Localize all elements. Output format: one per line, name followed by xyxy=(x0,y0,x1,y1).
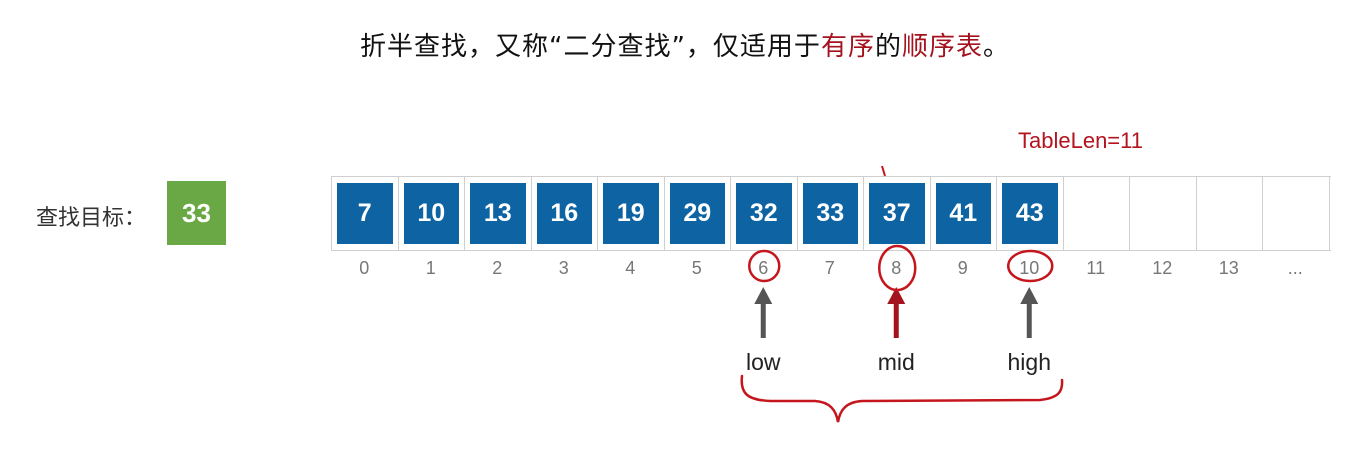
array-cell-value: 13 xyxy=(470,183,526,244)
mid-arrow-head xyxy=(887,287,906,304)
search-target-label: 查找目标： xyxy=(36,206,147,231)
array-cell-14 xyxy=(1263,177,1330,250)
array-cell-value: 10 xyxy=(403,183,459,244)
array-cell-value: 16 xyxy=(536,183,592,244)
array-cell-4: 19 xyxy=(598,177,665,250)
mid-pointer-label: mid xyxy=(877,349,915,375)
array-index-3: 3 xyxy=(558,258,569,278)
array-cell-value: 29 xyxy=(669,183,725,244)
array-index-9: 9 xyxy=(957,258,968,278)
array-cell-8: 37 xyxy=(864,177,931,250)
array-cell-2: 13 xyxy=(465,177,532,250)
array-index-0: 0 xyxy=(359,258,370,278)
high-arrow-head xyxy=(1020,287,1039,304)
array-index-5: 5 xyxy=(691,258,702,278)
array-cell-11 xyxy=(1064,177,1130,250)
array-index-11: 11 xyxy=(1086,258,1106,278)
array-cell-value: 33 xyxy=(802,183,858,244)
range-brace xyxy=(740,374,1064,423)
title-text-1: 折半查找，又称“二分查找”，仅适用于 xyxy=(359,32,821,62)
array-index-2: 2 xyxy=(492,258,503,278)
mid-tick-mark xyxy=(881,165,886,177)
page-title: 折半查找，又称“二分查找”，仅适用于有序的顺序表。 xyxy=(0,26,1370,63)
array-cell-9: 41 xyxy=(931,177,997,250)
array-cell-value: 37 xyxy=(869,183,925,244)
table-length-annotation: TableLen=11 xyxy=(1018,128,1143,153)
array-cell-value: 32 xyxy=(736,183,792,244)
search-target-value: 33 xyxy=(167,181,226,245)
array-cell-value: 41 xyxy=(935,183,991,244)
array-index-6: 6 xyxy=(758,258,769,278)
array-cell-value: 7 xyxy=(337,183,393,244)
array-cell-10: 43 xyxy=(997,177,1064,250)
title-text-2: 的 xyxy=(874,32,902,62)
title-highlight-ordered: 有序 xyxy=(820,32,875,62)
array-cell-value: 19 xyxy=(603,183,659,244)
array-index-7: 7 xyxy=(824,258,835,278)
array-index-12: 12 xyxy=(1152,258,1173,278)
array-cell-value: 43 xyxy=(1002,183,1058,244)
array-cell-7: 33 xyxy=(798,177,864,250)
array-index-10: 10 xyxy=(1019,258,1040,278)
array-index-4: 4 xyxy=(625,258,636,278)
array-cell-13 xyxy=(1197,177,1263,250)
low-pointer-label: low xyxy=(745,349,781,375)
array-cell-0: 7 xyxy=(332,177,399,250)
title-text-3: 。 xyxy=(982,32,1010,62)
array-cell-3: 16 xyxy=(532,177,598,250)
array-cell-6: 32 xyxy=(731,177,798,250)
array-cell-12 xyxy=(1130,177,1197,250)
array-index-13: 13 xyxy=(1218,258,1239,278)
array-index-14: ... xyxy=(1287,258,1303,278)
title-highlight-sequential-list: 顺序表 xyxy=(901,32,983,62)
array-index-1: 1 xyxy=(425,258,436,278)
array-cell-1: 10 xyxy=(399,177,465,250)
array-cell-5: 29 xyxy=(665,177,731,250)
array-index-8: 8 xyxy=(891,258,902,278)
high-pointer-label: high xyxy=(1007,349,1051,375)
low-arrow-head xyxy=(754,287,773,304)
